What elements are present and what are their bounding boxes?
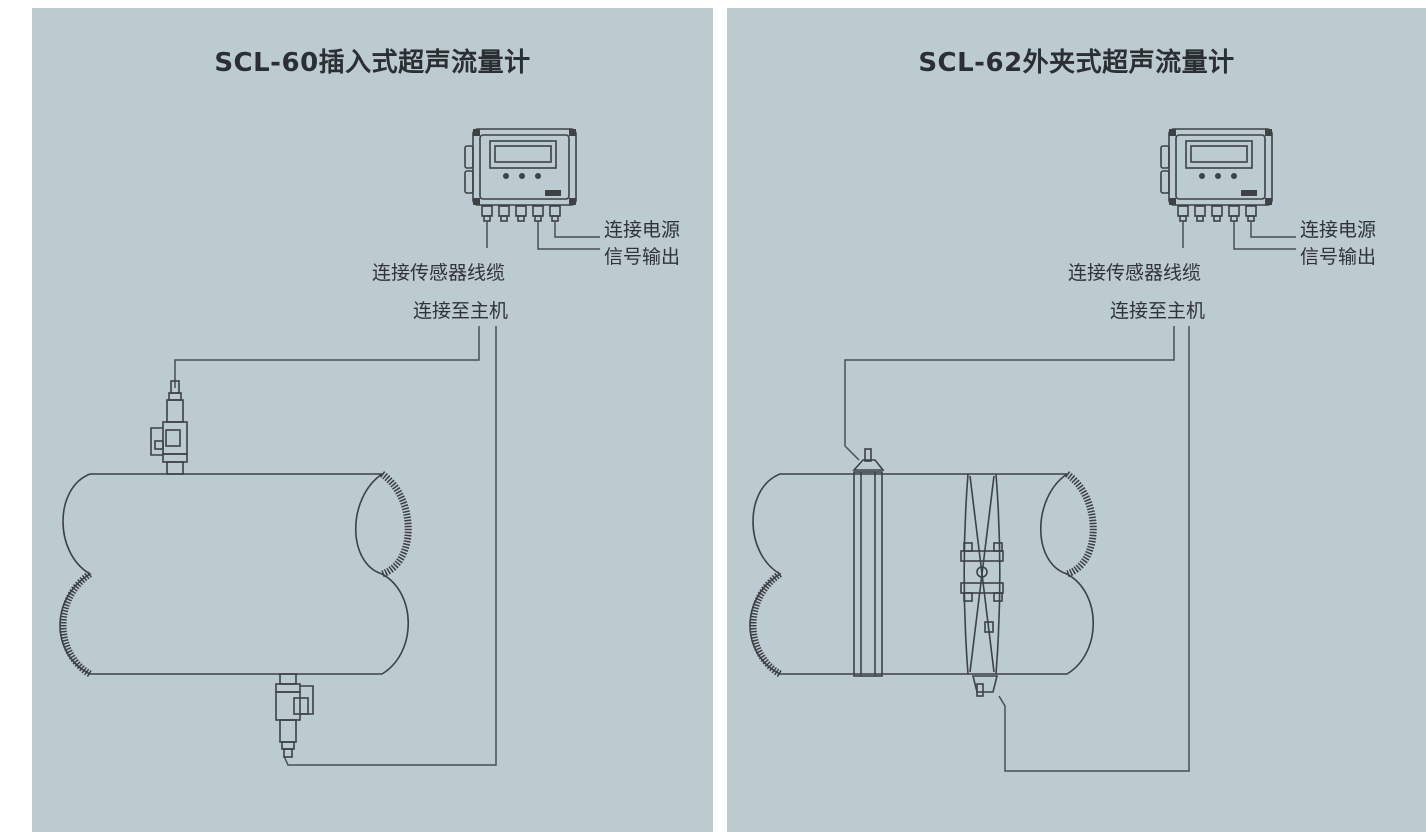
insertion-transducer-bottom-icon	[275, 673, 314, 758]
clamp-on-diagram	[749, 128, 1296, 772]
label-connect-host: 连接至主机	[413, 300, 509, 322]
label-power: 连接电源	[604, 219, 681, 241]
panel-title: SCL-62外夹式超声流量计	[918, 48, 1235, 78]
panel-insertion: SCL-60插入式超声流量计	[32, 8, 713, 832]
flowmeter-host-icon	[464, 128, 577, 222]
clamp-on-transducer-straps-icon	[960, 473, 1004, 697]
label-power: 连接电源	[1300, 219, 1377, 241]
panel-title: SCL-60插入式超声流量计	[214, 48, 531, 78]
label-signal-output: 信号输出	[1300, 246, 1377, 268]
label-sensor-cable: 连接传感器线缆	[1068, 262, 1202, 284]
pipe-icon	[749, 471, 1097, 678]
flowmeter-host-icon	[1160, 128, 1273, 222]
label-connect-host: 连接至主机	[1110, 300, 1206, 322]
label-sensor-cable: 连接传感器线缆	[372, 262, 506, 284]
panel-clamp-on: SCL-62外夹式超声流量计	[727, 8, 1426, 832]
clamp-on-transducer-rail-icon	[852, 448, 885, 677]
label-signal-output: 信号输出	[604, 246, 681, 268]
pipe-icon	[59, 471, 412, 678]
insertion-transducer-top-icon	[150, 380, 188, 475]
insertion-diagram	[59, 128, 600, 766]
